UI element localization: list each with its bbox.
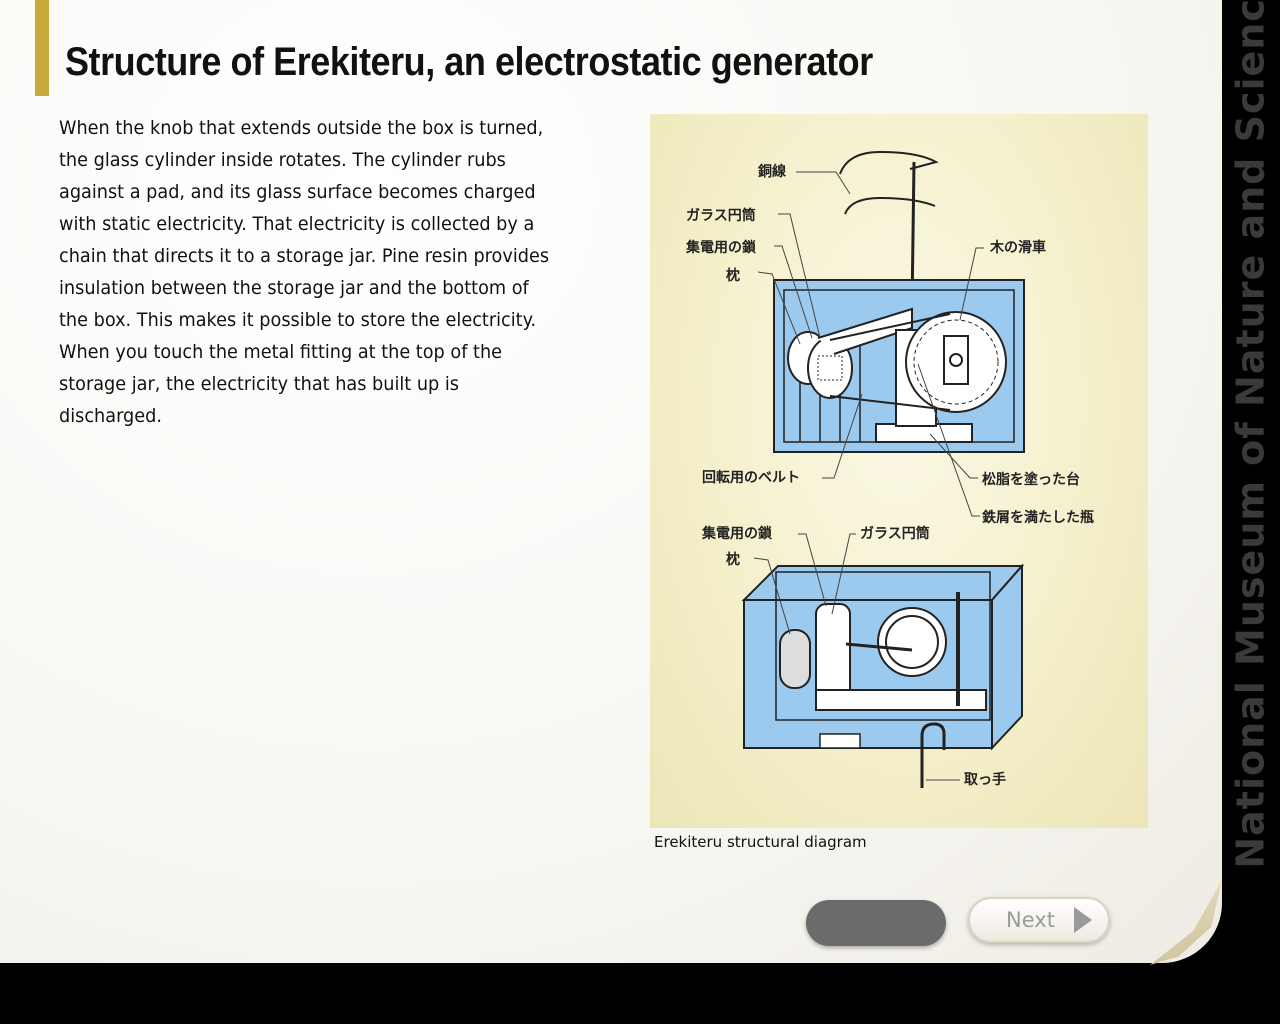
lower-belt-shape — [815, 689, 987, 711]
label-copper-wire: 銅線 — [758, 163, 786, 180]
label-pillow-lower: 枕 — [726, 551, 740, 568]
label-resin-stand: 松脂を塗った台 — [982, 471, 1080, 488]
page-title: Structure of Erekiteru, an electrostatic… — [65, 40, 873, 84]
label-pillow: 枕 — [726, 267, 740, 284]
label-glass-cylinder-lower: ガラス円筒 — [860, 525, 930, 542]
label-collector-chain: 集電用の鎖 — [685, 239, 757, 256]
label-glass-cylinder: ガラス円筒 — [686, 207, 756, 224]
lower-box-side — [991, 563, 1023, 751]
body-text: When the knob that extends outside the b… — [59, 117, 550, 427]
label-rotation-belt: 回転用のベルト — [702, 469, 800, 486]
label-handle: 取っ手 — [964, 771, 1006, 788]
side-title: National Museum of Nature and Science — [1222, 0, 1280, 869]
next-arrow-icon — [1074, 907, 1092, 933]
side-title-text: National Museum of Nature and Science — [1229, 0, 1273, 869]
diagram-svg: 銅線 ガラス円筒 集電用の鎖 枕 木の滑車 回転用のベルト 松脂を塗った台 鉄屑… — [685, 150, 1094, 788]
figure-caption: Erekiteru structural diagram — [654, 833, 867, 851]
next-button-label: Next — [1006, 908, 1055, 932]
handle-shape — [920, 722, 946, 788]
lower-pillow-shape — [779, 629, 811, 689]
previous-button[interactable] — [806, 900, 946, 946]
side-strip — [1222, 0, 1280, 963]
next-button[interactable]: Next — [968, 897, 1110, 943]
wooden-pulley-shape — [905, 311, 1007, 413]
lower-box-top-rim — [741, 565, 1025, 601]
copper-wire-hook-top — [839, 150, 939, 175]
structural-diagram: 銅線 ガラス円筒 集電用の鎖 枕 木の滑車 回転用のベルト 松脂を塗った台 鉄屑… — [650, 114, 1148, 828]
label-collector-chain-lower: 集電用の鎖 — [701, 525, 773, 542]
lower-pulley-shape — [877, 607, 947, 677]
label-iron-filings-jar: 鉄屑を満たした瓶 — [982, 509, 1094, 526]
title-accent-bar — [35, 0, 49, 96]
rotation-belt-shape — [829, 313, 951, 411]
label-wooden-pulley: 木の滑車 — [989, 239, 1046, 256]
lower-glass-cylinder-shape — [815, 603, 851, 701]
copper-wire-hook-mid — [844, 196, 936, 215]
